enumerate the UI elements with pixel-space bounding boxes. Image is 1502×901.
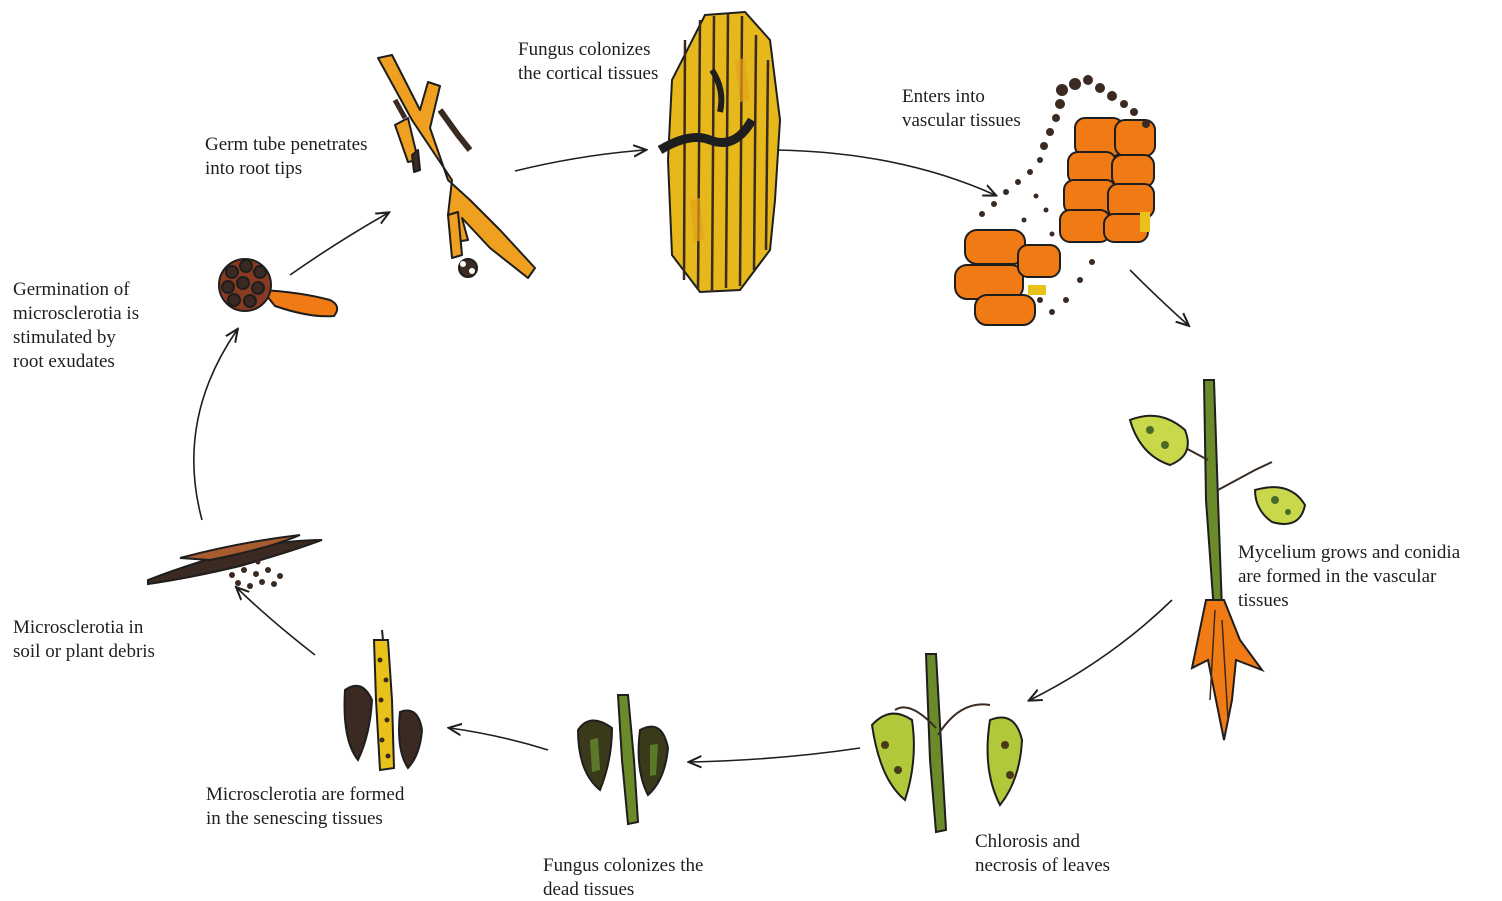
- label-line: Germ tube penetrates: [205, 133, 367, 157]
- label-line: stimulated by: [13, 326, 139, 350]
- label-line: Fungus colonizes: [518, 38, 658, 62]
- arrow-cortical-to-vascular: [775, 150, 995, 195]
- label-chlorosis: Chlorosis and necrosis of leaves: [975, 830, 1110, 878]
- label-line: vascular tissues: [902, 109, 1021, 133]
- label-line: root exudates: [13, 350, 139, 374]
- label-line: dead tissues: [543, 878, 703, 901]
- cortical-tissue-illustration: [660, 12, 780, 292]
- label-line: the cortical tissues: [518, 62, 658, 86]
- label-germination: Germination of microsclerotia is stimula…: [13, 278, 139, 374]
- label-line: into root tips: [205, 157, 367, 181]
- arrow-mycelium-to-chlorosis: [1030, 600, 1172, 700]
- dead-plant-illustration: [578, 695, 668, 824]
- label-soil-debris: Microsclerotia in soil or plant debris: [13, 616, 155, 664]
- arrow-senescing-to-soil: [237, 588, 315, 655]
- arrow-dead-to-senescing: [450, 728, 548, 750]
- chlorotic-plant-illustration: [872, 654, 1022, 832]
- label-line: tissues: [1238, 589, 1460, 613]
- soil-debris-illustration: [148, 535, 322, 589]
- arrow-germ-to-cortical: [515, 150, 645, 171]
- label-germ-tube: Germ tube penetrates into root tips: [205, 133, 367, 181]
- label-line: Chlorosis and: [975, 830, 1110, 854]
- arrow-soil-to-germination: [194, 330, 237, 520]
- senescing-plant-illustration: [345, 630, 422, 770]
- label-vascular-tissues: Enters into vascular tissues: [902, 85, 1021, 133]
- root-tip-illustration: [378, 55, 535, 278]
- label-line: Germination of: [13, 278, 139, 302]
- arrow-germination-to-germ: [290, 213, 388, 275]
- label-line: microsclerotia is: [13, 302, 139, 326]
- label-line: soil or plant debris: [13, 640, 155, 664]
- germinating-microsclerotium-illustration: [219, 259, 337, 316]
- label-line: Microsclerotia in: [13, 616, 155, 640]
- label-line: are formed in the vascular: [1238, 565, 1460, 589]
- label-line: in the senescing tissues: [206, 807, 404, 831]
- label-line: Fungus colonizes the: [543, 854, 703, 878]
- label-dead-tissues: Fungus colonizes the dead tissues: [543, 854, 703, 901]
- label-senescing-tissues: Microsclerotia are formed in the senesci…: [206, 783, 404, 831]
- label-line: Enters into: [902, 85, 1021, 109]
- label-cortical-tissues: Fungus colonizes the cortical tissues: [518, 38, 658, 86]
- label-mycelium: Mycelium grows and conidia are formed in…: [1238, 541, 1460, 613]
- label-line: necrosis of leaves: [975, 854, 1110, 878]
- arrow-chlorosis-to-dead: [690, 748, 860, 762]
- label-line: Microsclerotia are formed: [206, 783, 404, 807]
- label-line: Mycelium grows and conidia: [1238, 541, 1460, 565]
- arrow-vascular-to-mycelium: [1130, 270, 1188, 325]
